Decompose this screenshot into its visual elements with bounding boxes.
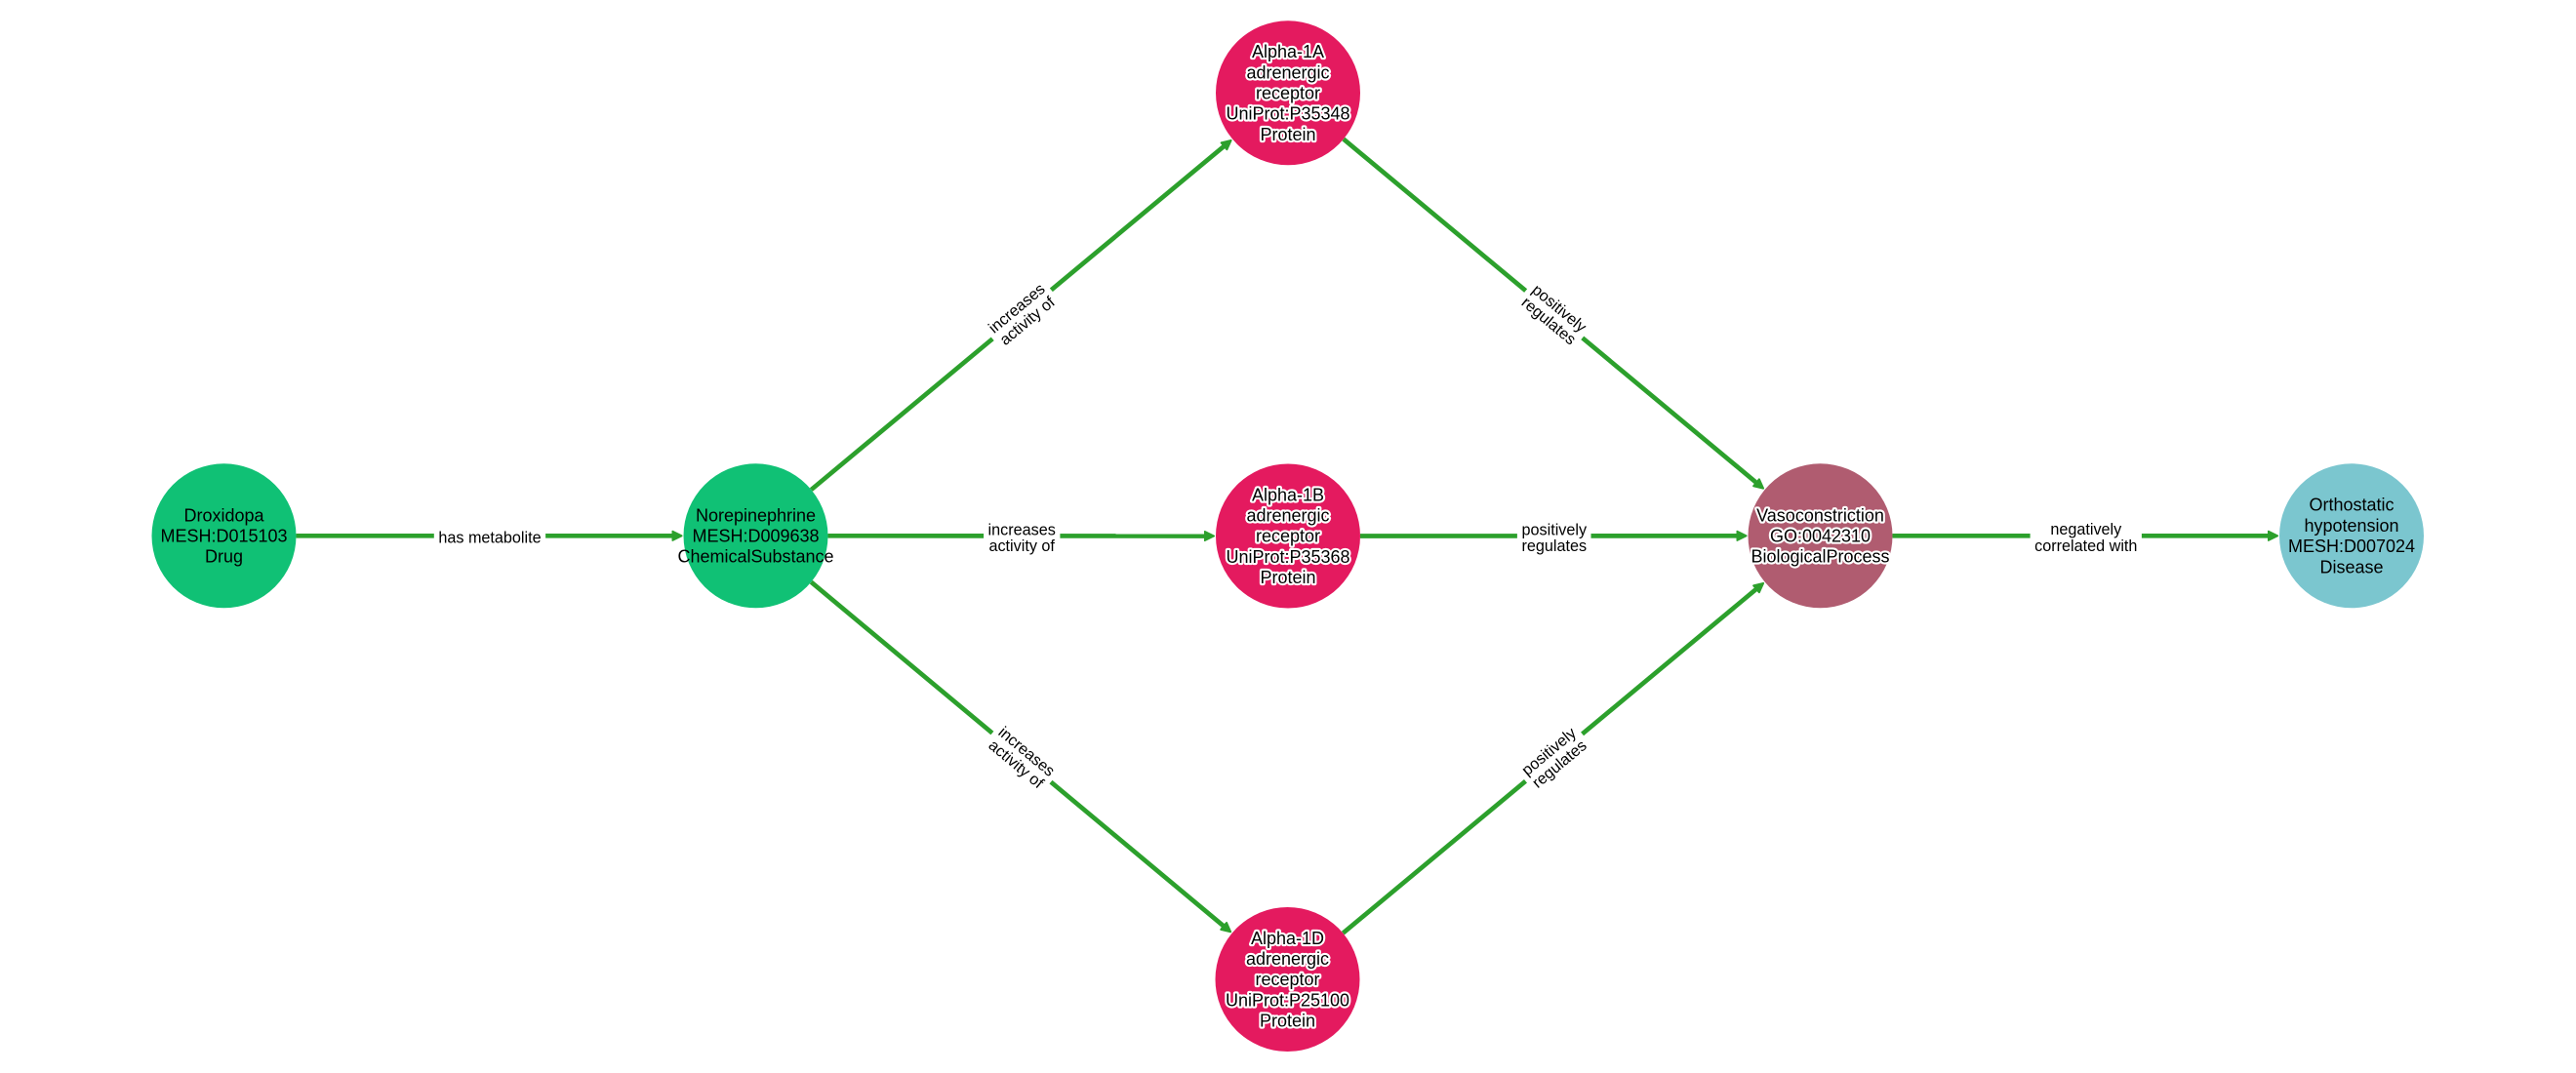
- svg-text:receptor: receptor: [1256, 527, 1320, 546]
- svg-text:Drug: Drug: [205, 547, 243, 567]
- svg-text:Alpha-1A: Alpha-1A: [1252, 42, 1324, 61]
- svg-text:Norepinephrine: Norepinephrine: [696, 505, 816, 525]
- svg-text:ChemicalSubstance: ChemicalSubstance: [677, 547, 833, 567]
- svg-text:receptor: receptor: [1255, 970, 1319, 989]
- svg-text:hypotension: hypotension: [2304, 516, 2398, 536]
- svg-text:activity of: activity of: [988, 537, 1055, 555]
- svg-text:adrenergic: adrenergic: [1246, 506, 1329, 526]
- svg-text:positively: positively: [1522, 521, 1588, 538]
- svg-text:MESH:D015103: MESH:D015103: [160, 527, 287, 546]
- svg-text:BiologicalProcess: BiologicalProcess: [1751, 547, 1889, 567]
- svg-text:increases: increases: [988, 521, 1056, 538]
- svg-text:regulates: regulates: [1522, 537, 1588, 555]
- svg-text:Vasoconstriction: Vasoconstriction: [1756, 505, 1884, 525]
- svg-text:UniProt:P35368: UniProt:P35368: [1226, 547, 1349, 567]
- svg-text:Protein: Protein: [1260, 1012, 1315, 1031]
- svg-text:Orthostatic: Orthostatic: [2309, 496, 2394, 515]
- svg-text:adrenergic: adrenergic: [1246, 949, 1329, 969]
- svg-text:UniProt:P25100: UniProt:P25100: [1226, 990, 1349, 1010]
- svg-text:Protein: Protein: [1260, 568, 1315, 587]
- svg-text:Protein: Protein: [1260, 125, 1315, 144]
- svg-text:negatively: negatively: [2050, 521, 2122, 538]
- svg-text:GO:0042310: GO:0042310: [1770, 527, 1871, 546]
- svg-text:correlated with: correlated with: [2034, 537, 2137, 555]
- svg-text:receptor: receptor: [1256, 84, 1320, 103]
- svg-text:Alpha-1D: Alpha-1D: [1251, 929, 1324, 948]
- svg-text:Droxidopa: Droxidopa: [183, 505, 264, 525]
- svg-text:Disease: Disease: [2319, 557, 2383, 576]
- svg-text:MESH:D009638: MESH:D009638: [692, 527, 819, 546]
- svg-text:Alpha-1B: Alpha-1B: [1252, 485, 1324, 504]
- svg-text:UniProt:P35348: UniProt:P35348: [1226, 104, 1349, 124]
- svg-text:has metabolite: has metabolite: [438, 530, 541, 547]
- svg-text:adrenergic: adrenergic: [1246, 62, 1329, 82]
- svg-text:MESH:D007024: MESH:D007024: [2288, 536, 2415, 556]
